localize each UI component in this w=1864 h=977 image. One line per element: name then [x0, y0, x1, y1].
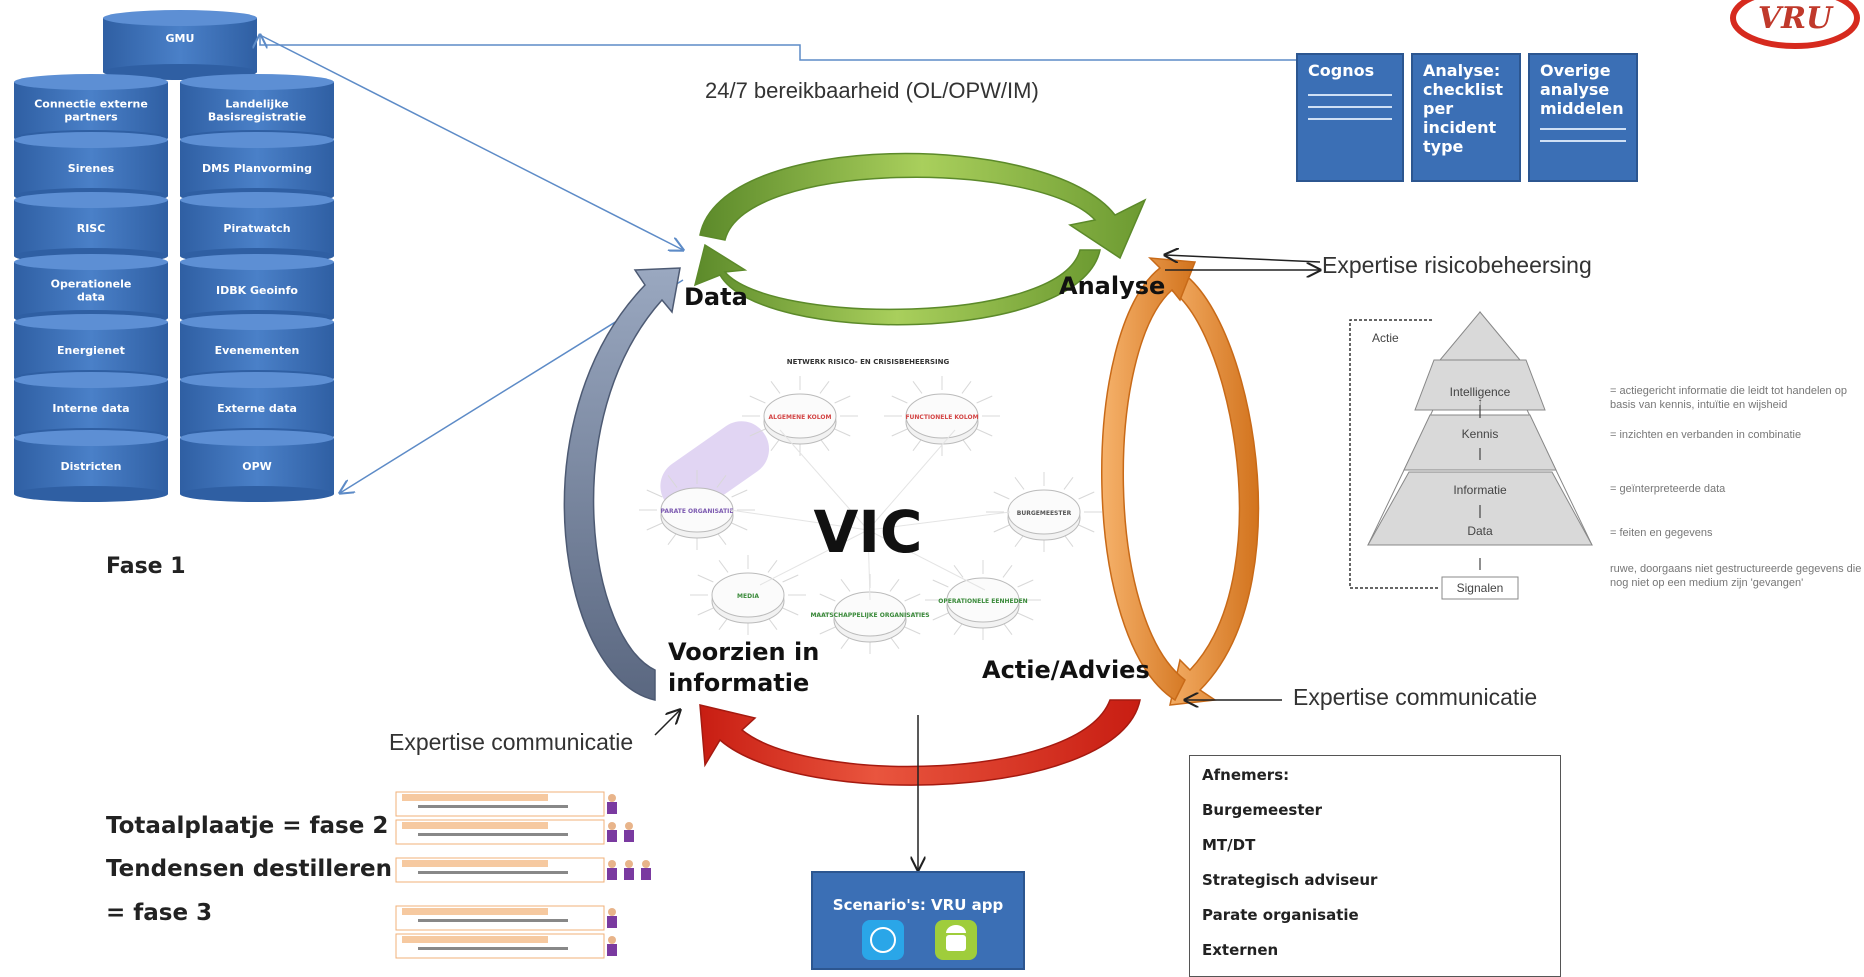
cycle-voorzien-label: Voorzien in informatie [668, 638, 820, 697]
network-node: OPERATIONELE EENHEDEN [925, 560, 1041, 640]
database-label: Connectie externe [34, 98, 148, 111]
logo-text: VRU [1758, 1, 1834, 36]
fase1-label: Fase 1 [106, 554, 186, 579]
app-store-icon [862, 920, 904, 960]
database-label: Evenementen [215, 344, 300, 357]
pyramid-data: Data [1467, 524, 1493, 538]
afnemers-item: Strategisch adviseur [1202, 871, 1378, 889]
scenarios-label: Scenario's: VRU app [833, 896, 1004, 914]
pyramid-note-informatie: = geïnterpreteerde data [1610, 483, 1726, 495]
database-label: Energienet [57, 344, 125, 357]
gmu-label: GMU [166, 32, 195, 45]
network-node: MAATSCHAPPELIJKE ORGANISATIES [810, 574, 930, 654]
pyramid-intelligence: Intelligence [1450, 385, 1511, 399]
network-node-label: MEDIA [737, 593, 759, 600]
database-cylinder: Districten [14, 430, 168, 502]
fase2-line3: = fase 3 [106, 900, 213, 926]
afnemers-title: Afnemers: [1202, 766, 1290, 784]
database-label: partners [64, 111, 118, 124]
pyramid-actie: Actie [1372, 331, 1399, 345]
gmu-database: GMU [103, 10, 257, 80]
database-cylinder: Sirenes [14, 132, 168, 204]
network-node: MEDIA [690, 555, 806, 635]
network-node-label: PARATE ORGANISATIE [660, 508, 733, 515]
cycle-data-label: Data [684, 283, 748, 311]
pyramid-note-intelligence: = actiegericht informatie die leidt tot … [1610, 385, 1847, 411]
database-label: DMS Planvorming [202, 162, 312, 175]
info-pyramid: Actie Intelligence Kennis Informatie Dat… [1349, 310, 1593, 600]
database-label: Interne data [52, 402, 129, 415]
tool-cognos: Cognos [1296, 53, 1404, 182]
bereikbaarheid-label: 24/7 bereikbaarheid (OL/OPW/IM) [705, 78, 1039, 103]
network-node-label: FUNCTIONELE KOLOM [905, 414, 978, 421]
network-node: PARATE ORGANISATIE [639, 470, 755, 550]
tool-analyse: Analyse: checklist per incident type [1411, 53, 1521, 182]
expertise-risk-arrows [654, 255, 1320, 870]
expertise-risico-label: Expertise risicobeheersing [1322, 252, 1592, 278]
afnemers-item: Burgemeester [1202, 801, 1323, 819]
database-label: Sirenes [68, 162, 115, 175]
database-cylinder: RISC [14, 192, 168, 264]
afnemers-item: MT/DT [1202, 836, 1256, 854]
pyramid-note-signalen: ruwe, doorgaans niet gestructureerde geg… [1610, 563, 1862, 589]
network-title: NETWERK RISICO- EN CRISISBEHEERSING [787, 358, 950, 366]
network-node-label: BURGEMEESTER [1017, 510, 1072, 517]
mini-document [395, 933, 617, 959]
mini-document [395, 905, 617, 931]
afnemers-item: Externen [1202, 941, 1279, 959]
green-cycle-arrow [693, 152, 1147, 326]
mini-document-list [395, 791, 651, 959]
tool-overige: Overige analyse middelen [1528, 53, 1638, 182]
vru-logo: VRU [1730, 0, 1860, 49]
afnemers-box: Afnemers: Burgemeester MT/DT Strategisch… [1189, 755, 1561, 977]
database-cylinder: Piratwatch [180, 192, 334, 264]
network-node-label: MAATSCHAPPELIJKE ORGANISATIES [810, 612, 929, 619]
scenarios-box: Scenario's: VRU app [811, 871, 1025, 970]
red-cycle-arrow [699, 699, 1141, 786]
database-label: Landelijke [225, 98, 288, 111]
database-cylinder: OPW [180, 430, 334, 502]
pyramid-note-kennis: = inzichten en verbanden in combinatie [1610, 429, 1802, 441]
database-label: IDBK Geoinfo [216, 284, 298, 297]
pyramid-informatie: Informatie [1453, 483, 1507, 497]
database-label: Districten [61, 460, 122, 473]
mini-document [395, 857, 651, 883]
network-node-label: ALGEMENE KOLOM [769, 414, 832, 421]
pyramid-kennis: Kennis [1462, 427, 1499, 441]
expertise-communicatie-left: Expertise communicatie [389, 729, 634, 755]
orange-cycle-arrow [1101, 257, 1260, 706]
pyramid-note-data: = feiten en gegevens [1610, 527, 1713, 539]
database-label: OPW [242, 460, 272, 473]
expertise-communicatie-right: Expertise communicatie [1293, 684, 1538, 710]
database-label: data [77, 291, 105, 304]
mini-document [395, 819, 634, 845]
afnemers-item: Parate organisatie [1202, 906, 1359, 924]
database-label: Externe data [217, 402, 297, 415]
database-label: RISC [77, 222, 106, 235]
pyramid-signalen: Signalen [1457, 581, 1504, 595]
network-node-label: OPERATIONELE EENHEDEN [938, 598, 1027, 605]
database-label: Piratwatch [223, 222, 290, 235]
database-label: Basisregistratie [208, 111, 306, 124]
fase2-line1: Totaalplaatje = fase 2 [106, 813, 389, 839]
cycle-actie-label: Actie/Advies [982, 656, 1150, 684]
cycle-analyse-label: Analyse [1059, 272, 1166, 300]
network-node: BURGEMEESTER [986, 472, 1102, 552]
network-diagram: NETWERK RISICO- EN CRISISBEHEERSING ALGE… [639, 358, 1102, 654]
database-label: Operationele [51, 278, 132, 291]
svg-text:↑: ↑ [1478, 397, 1483, 408]
vic-label: VIC [813, 498, 922, 566]
mini-document [395, 791, 617, 817]
fase2-line2: Tendensen destilleren [106, 856, 393, 882]
network-node: FUNCTIONELE KOLOM [884, 376, 1000, 456]
grey-cycle-arrow [563, 267, 681, 701]
